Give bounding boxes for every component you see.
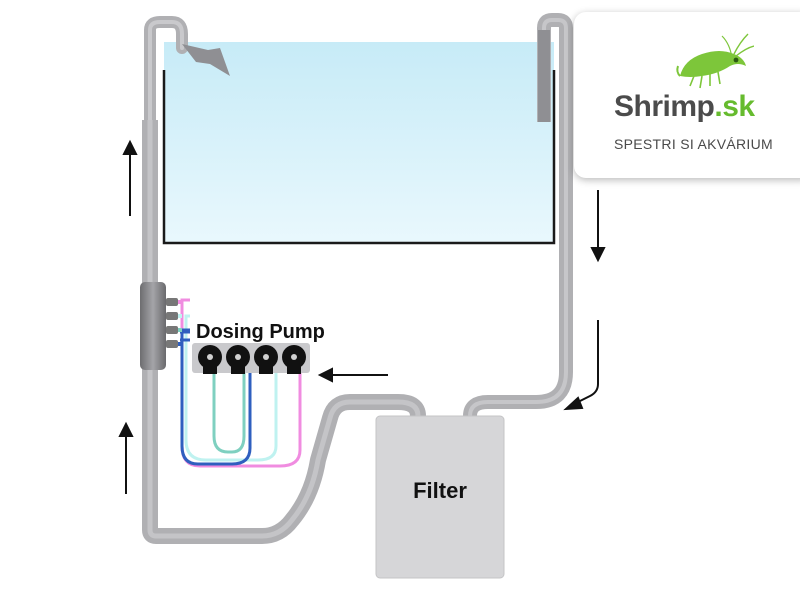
intake-pipe — [463, 13, 573, 417]
brand-logo-card[interactable]: Shrimp.sk SPESTRI SI AKVÁRIUM — [574, 12, 800, 178]
tube-blue — [180, 328, 252, 466]
tank-water — [164, 42, 554, 244]
brand-name: Shrimp.sk — [614, 90, 755, 124]
down-arrow-icon — [563, 320, 599, 411]
aquarium-tank — [162, 42, 556, 245]
return-pipe — [142, 16, 426, 544]
down-arrow-icon — [590, 190, 606, 263]
up-arrow-icon — [122, 139, 138, 216]
pump-head-2 — [226, 345, 250, 374]
reactor-manifold — [140, 282, 182, 370]
pump-head-4 — [282, 345, 306, 374]
filter-canister: Filter — [375, 415, 505, 579]
pump-head-1 — [198, 345, 222, 374]
left-arrow-icon — [317, 367, 388, 383]
tank-outline — [162, 70, 556, 245]
tube-teal — [212, 372, 246, 454]
up-arrow-icon — [118, 421, 134, 494]
dosing-pump: Dosing Pump — [192, 321, 325, 374]
return-nozzle — [182, 44, 230, 76]
brand-name-part2: .sk — [714, 90, 755, 123]
intake-strainer — [538, 30, 550, 122]
flow-arrows — [118, 139, 606, 494]
pump-head-3 — [254, 345, 278, 374]
brand-tagline: SPESTRI SI AKVÁRIUM — [614, 136, 773, 152]
tube-light-cyan — [184, 314, 278, 462]
dosing-pump-label: Dosing Pump — [196, 321, 325, 343]
dosing-tubes — [180, 298, 302, 468]
shrimp-logo-icon — [676, 33, 754, 89]
filter-label: Filter — [413, 478, 467, 503]
brand-name-part1: Shrimp — [614, 90, 715, 123]
